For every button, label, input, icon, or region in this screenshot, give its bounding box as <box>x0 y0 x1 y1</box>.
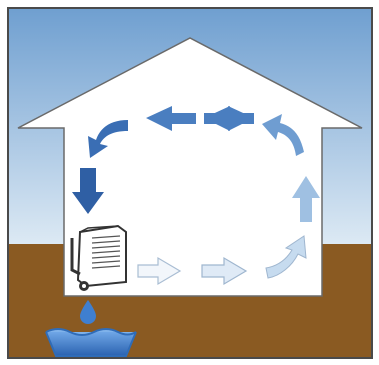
dehumidifier-icon <box>72 226 126 291</box>
water-basin-icon <box>46 329 136 356</box>
